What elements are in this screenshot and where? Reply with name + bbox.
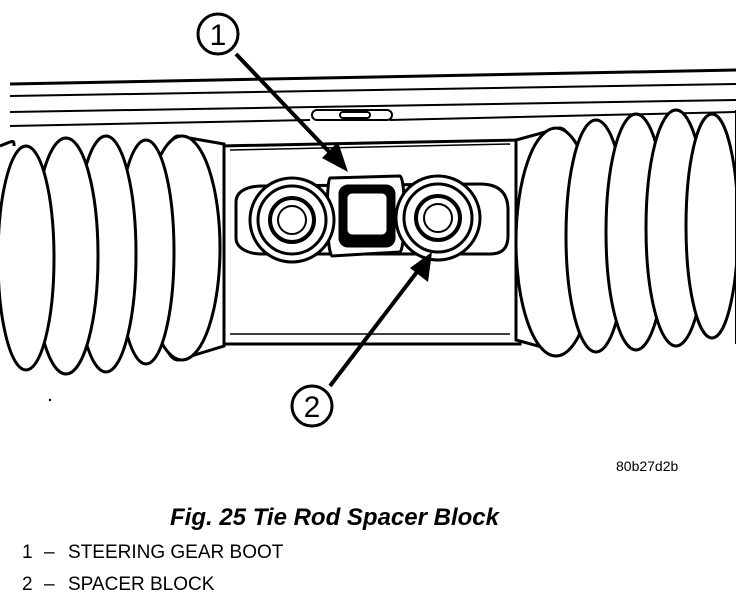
figure-caption: Fig. 25 Tie Rod Spacer Block xyxy=(170,504,499,531)
callout-2-circle xyxy=(290,384,334,428)
callout-1-number: 1 xyxy=(210,19,227,52)
callout-2-leader xyxy=(328,266,422,388)
callout-1: 1 xyxy=(196,12,348,172)
legend-item-number: 1 xyxy=(22,542,33,563)
legend-item-label: SPACER BLOCK xyxy=(68,574,215,595)
speck xyxy=(48,398,52,402)
figure-reference-code: 80b27d2b xyxy=(616,458,679,474)
callout-1-arrowhead xyxy=(322,142,348,172)
callout-2-number: 2 xyxy=(304,391,321,424)
legend-item-separator: – xyxy=(44,542,55,563)
callout-1-circle xyxy=(196,12,240,56)
legend-item: 2–SPACER BLOCK xyxy=(22,574,214,596)
legend-item: 1–STEERING GEAR BOOT xyxy=(22,542,283,564)
steering-gear-frame xyxy=(9,68,736,127)
legend-item-number: 2 xyxy=(22,574,33,595)
steering-gear-boot-right xyxy=(514,108,736,358)
spacer-block-assembly xyxy=(234,174,510,264)
legend-item-label: STEERING GEAR BOOT xyxy=(68,542,284,563)
callout-1-leader xyxy=(234,52,337,160)
steering-gear-boot-left xyxy=(0,134,226,376)
legend-item-separator: – xyxy=(44,574,55,595)
callout-2-arrowhead xyxy=(410,252,432,282)
callout-2: 2 xyxy=(290,252,432,428)
